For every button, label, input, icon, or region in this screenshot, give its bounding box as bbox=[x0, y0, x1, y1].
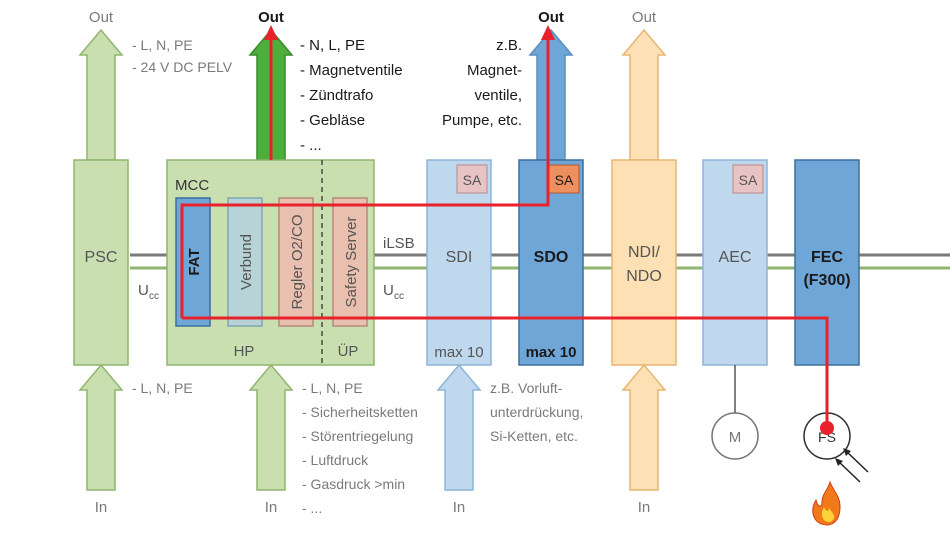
signal-to-fec bbox=[182, 316, 829, 428]
regler-module: Regler O2/CO bbox=[278, 197, 314, 327]
in-label-hp: In bbox=[265, 499, 278, 516]
hp-in-note-2: - Sicherheitsketten bbox=[302, 404, 418, 420]
hp-out-note-2: - Magnetventile bbox=[300, 62, 403, 79]
psc-in-note-1: - L, N, PE bbox=[132, 380, 193, 396]
in-arrow-hp bbox=[248, 363, 294, 491]
sdo-sa-label: SA bbox=[555, 172, 574, 188]
hp-label: HP bbox=[234, 343, 255, 360]
regler-label: Regler O2/CO bbox=[289, 214, 306, 309]
aec-sa-label: SA bbox=[739, 172, 758, 188]
sdo-out-note-3: ventile, bbox=[474, 87, 522, 104]
hp-in-note-3: - Störentriegelung bbox=[302, 428, 413, 444]
ucc-right-sub: cc bbox=[394, 291, 404, 302]
aec-module: SA AEC bbox=[702, 159, 768, 366]
in-label-psc: In bbox=[95, 499, 108, 516]
fat-label: FAT bbox=[186, 248, 203, 275]
in-label-sdi: In bbox=[453, 499, 466, 516]
ucc-left-main: U bbox=[138, 282, 149, 299]
fec-label-line2: (F300) bbox=[803, 272, 850, 289]
light-arrow-1 bbox=[837, 460, 861, 483]
sdo-sa-badge bbox=[548, 164, 580, 194]
signal-to-sdo bbox=[180, 35, 550, 318]
psc-out-note-1: - L, N, PE bbox=[132, 37, 193, 53]
flame-icon bbox=[812, 480, 841, 526]
signal-endpoint-dot bbox=[820, 421, 834, 435]
hp-out-note-3: - Zündtrafo bbox=[300, 87, 373, 104]
hp-out-note-1: - N, L, PE bbox=[300, 37, 365, 54]
ndi-label-line1: NDI/ bbox=[628, 244, 661, 261]
signal-arrowhead-sdo bbox=[541, 25, 555, 40]
out-label-psc: Out bbox=[89, 9, 114, 26]
ilsb-label: iLSB bbox=[383, 235, 415, 252]
up-label: ÜP bbox=[338, 342, 359, 360]
sdo-out-note-1: z.B. bbox=[496, 37, 522, 54]
out-arrow-psc bbox=[78, 28, 124, 161]
sdi-in-note-1: z.B. Vorluft- bbox=[490, 380, 563, 396]
sdi-sa-badge bbox=[456, 164, 488, 194]
ucc-right-main: U bbox=[383, 282, 394, 299]
verbund-label: Verbund bbox=[238, 234, 255, 290]
verbund-module: Verbund bbox=[227, 197, 263, 327]
sdi-label: SDI bbox=[446, 249, 473, 266]
sdo-module: SA SDO max 10 bbox=[518, 159, 584, 366]
in-arrow-ndi bbox=[621, 363, 667, 491]
safety-server-module: Safety Server bbox=[332, 197, 368, 327]
ndi-label-line2: NDO bbox=[626, 268, 662, 285]
out-label-sdo: Out bbox=[538, 9, 564, 26]
psc-label: PSC bbox=[85, 249, 118, 266]
motor-label: M bbox=[729, 429, 742, 446]
ndi-ndo-module: NDI/ NDO bbox=[611, 159, 677, 366]
sdi-in-note-3: Si-Ketten, etc. bbox=[490, 428, 578, 444]
in-label-ndi: In bbox=[638, 499, 651, 516]
hp-out-note-5: - ... bbox=[300, 137, 322, 154]
psc-out-note-2: - 24 V DC PELV bbox=[132, 59, 233, 75]
hp-in-note-5: - Gasdruck >min bbox=[302, 476, 405, 492]
light-arrow-2 bbox=[845, 450, 869, 473]
mcc-label: MCC bbox=[175, 177, 209, 194]
fec-label-line1: FEC bbox=[811, 249, 843, 266]
in-arrow-sdi bbox=[436, 363, 482, 491]
flame-sensor-symbol: FS bbox=[803, 412, 869, 483]
sdi-module: SA SDI max 10 bbox=[426, 159, 492, 366]
sdo-max-label: max 10 bbox=[526, 344, 577, 361]
hp-in-note-4: - Luftdruck bbox=[302, 452, 369, 468]
sdi-sa-label: SA bbox=[463, 172, 482, 188]
signal-path bbox=[180, 25, 834, 435]
sdo-out-note-2: Magnet- bbox=[467, 62, 522, 79]
hp-in-note-1: - L, N, PE bbox=[302, 380, 363, 396]
hp-out-note-4: - Gebläse bbox=[300, 112, 365, 129]
ucc-left-sub: cc bbox=[149, 291, 159, 302]
motor-symbol: M bbox=[711, 365, 759, 460]
safety-server-label: Safety Server bbox=[343, 217, 360, 308]
sdi-max-label: max 10 bbox=[434, 344, 483, 361]
signal-arrowhead-hp bbox=[264, 25, 278, 40]
out-arrow-ndi bbox=[621, 28, 667, 161]
hp-in-note-6: - ... bbox=[302, 500, 322, 516]
aec-sa-badge bbox=[732, 164, 764, 194]
psc-module: PSC bbox=[73, 159, 129, 366]
aec-label: AEC bbox=[719, 249, 752, 266]
out-arrow-sdo bbox=[528, 28, 574, 161]
sdi-in-note-2: unterdrückung, bbox=[490, 404, 583, 420]
out-label-ndi: Out bbox=[632, 9, 657, 26]
sdo-label: SDO bbox=[534, 249, 569, 266]
sdo-out-note-4: Pumpe, etc. bbox=[442, 112, 522, 129]
in-arrow-psc bbox=[78, 363, 124, 491]
out-label-hp: Out bbox=[258, 9, 284, 26]
